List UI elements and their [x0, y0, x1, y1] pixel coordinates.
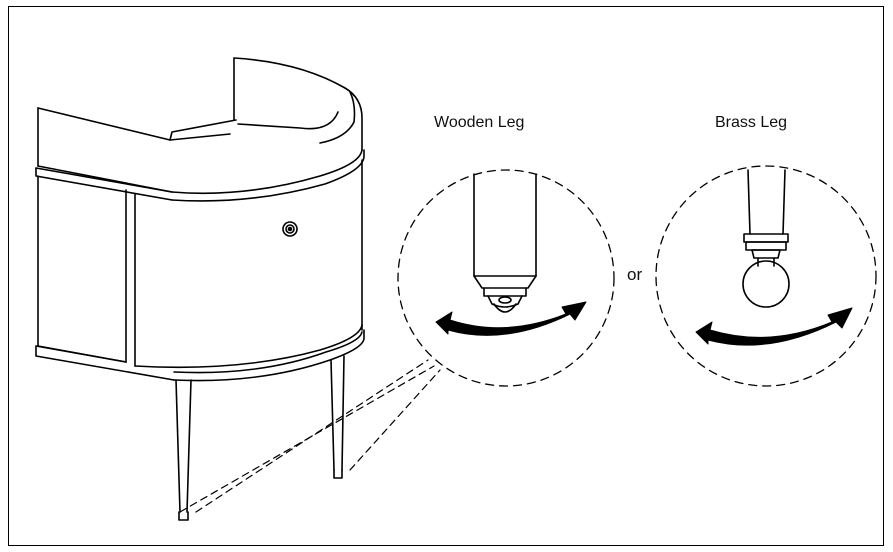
- rotate-arrow-icon: [435, 301, 587, 336]
- diagram-frame: [8, 6, 884, 546]
- vanity-legs: [175, 355, 345, 521]
- brass-leg-label: Brass Leg: [715, 114, 788, 131]
- vanity-cabinet: [35, 57, 365, 382]
- wooden-leg-label: Wooden Leg: [434, 114, 525, 131]
- detail-leader-lines: [179, 359, 441, 513]
- wooden-leg-adjuster-icon: [397, 169, 615, 387]
- rotate-arrow-icon: [695, 307, 853, 346]
- brass-leg-adjuster-icon: [655, 165, 877, 387]
- or-label: or: [627, 265, 643, 284]
